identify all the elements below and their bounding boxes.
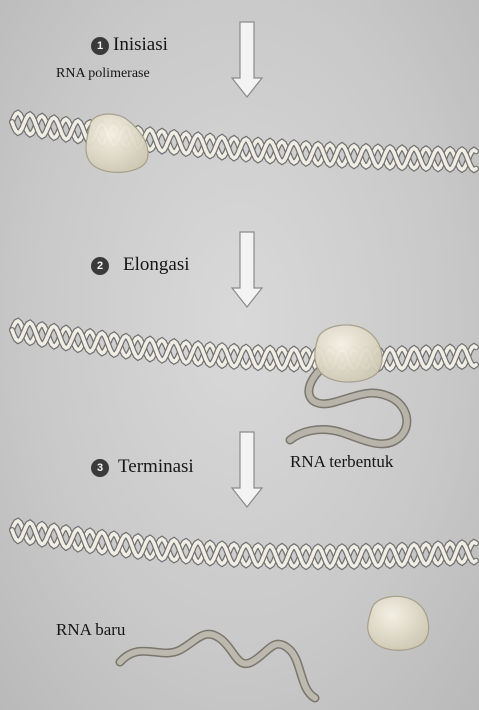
arrow-down-icon [232, 232, 262, 307]
step-3-title: Terminasi [118, 456, 194, 478]
step-1-title: Inisiasi [113, 34, 168, 56]
rna-polymerase-label: RNA polimerase [56, 66, 150, 82]
rna-polymerase-shape [315, 325, 382, 382]
rna-strand-new [120, 634, 315, 698]
arrow-down-icon [232, 432, 262, 507]
new-rna-label: RNA baru [56, 620, 125, 640]
step-1-badge: 1 [91, 37, 109, 55]
rna-forming-label: RNA terbentuk [290, 452, 393, 472]
step-3-badge: 3 [91, 459, 109, 477]
dna-helix-termination [12, 521, 476, 567]
arrow-down-icon [232, 22, 262, 97]
step-2-badge: 2 [91, 257, 109, 275]
step-2-title: Elongasi [123, 254, 190, 276]
rna-polymerase-released [368, 596, 429, 650]
dna-helix-elongation [12, 321, 476, 370]
rna-polymerase-shape [86, 114, 148, 172]
dna-helix-initiation [12, 113, 476, 170]
